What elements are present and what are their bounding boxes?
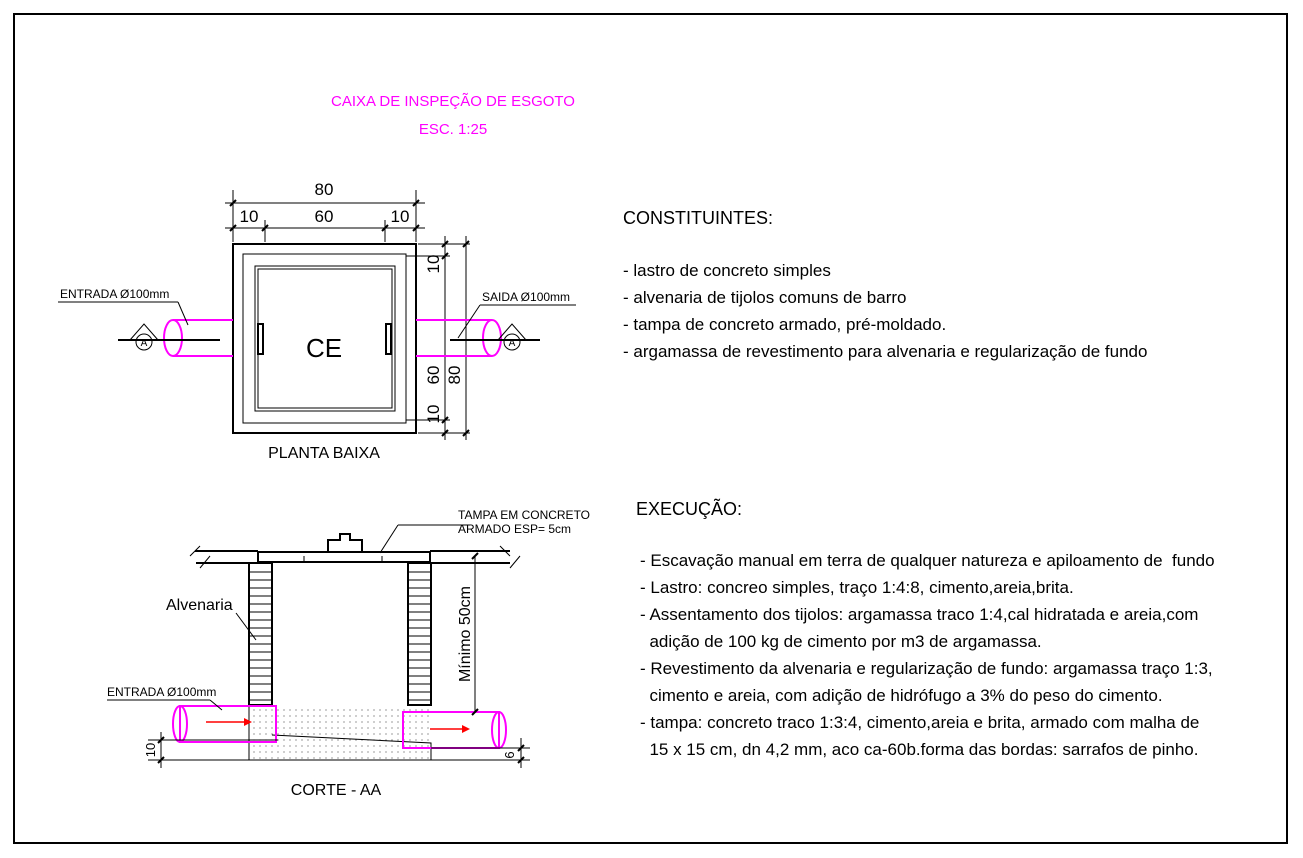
plan-dim-v-top: 10: [424, 255, 443, 274]
constituintes-heading: CONSTITUINTES:: [623, 208, 774, 228]
execucao-heading: EXECUÇÃO:: [636, 499, 743, 519]
section-lid-label-2: ARMADO ESP= 5cm: [458, 522, 571, 536]
plan-dim-left: 10: [240, 207, 259, 226]
section-caption: CORTE - AA: [291, 782, 382, 799]
plan-caption: PLANTA BAIXA: [268, 445, 380, 462]
drawing-scale: ESC. 1:25: [419, 121, 487, 138]
list-item: - tampa de concreto armado, pré-moldado.: [623, 315, 947, 334]
plan-dim-mid: 60: [315, 207, 334, 226]
section-dim-left: 10: [143, 743, 158, 757]
plan-dim-total: 80: [315, 180, 334, 199]
sheet-border: [13, 13, 1288, 844]
plan-dim-v-total: 80: [445, 366, 464, 385]
list-item: cimento e areia, com adição de hidrófugo…: [640, 686, 1163, 705]
list-item: - Escavação manual em terra de qualquer …: [640, 551, 1215, 570]
plan-inlet-label: ENTRADA Ø100mm: [60, 287, 169, 301]
section-view: TAMPA EM CONCRETO ARMADO ESP= 5cm Alvena…: [107, 508, 590, 799]
section-inlet-label: ENTRADA Ø100mm: [107, 685, 216, 699]
list-item: adição de 100 kg de cimento por m3 de ar…: [640, 632, 1042, 651]
plan-dim-v-mid: 60: [424, 366, 443, 385]
plan-dim-right: 10: [391, 207, 410, 226]
drawing-title: CAIXA DE INSPEÇÃO DE ESGOTO: [331, 93, 575, 110]
right-wall-bricks: [408, 571, 431, 701]
list-item: - Lastro: concreo simples, traço 1:4:8, …: [640, 578, 1074, 597]
list-item: - tampa: concreto traco 1:3:4, cimento,a…: [640, 713, 1200, 732]
section-wall-label: Alvenaria: [166, 597, 233, 614]
section-min-depth: Mínimo 50cm: [457, 586, 474, 682]
list-item: - Assentamento dos tijolos: argamassa tr…: [640, 605, 1199, 624]
list-item: - Revestimento da alvenaria e regulariza…: [640, 659, 1213, 678]
plan-outlet-label: SAIDA Ø100mm: [482, 290, 570, 304]
list-item: - alvenaria de tijolos comuns de barro: [623, 288, 907, 307]
list-item: - argamassa de revestimento para alvenar…: [623, 342, 1148, 361]
constituintes-list: - lastro de concreto simples - alvenaria…: [623, 257, 1147, 365]
list-item: - lastro de concreto simples: [623, 261, 831, 280]
plan-dim-v-bot: 10: [424, 405, 443, 424]
plan-section-mark-right: A: [509, 338, 516, 349]
section-lid-label-1: TAMPA EM CONCRETO: [458, 508, 590, 522]
plan-section-mark-left: A: [141, 338, 148, 349]
execucao-list: - Escavação manual em terra de qualquer …: [640, 547, 1215, 763]
plan-center-label: CE: [306, 333, 342, 363]
section-dim-right: 6: [502, 751, 517, 758]
plan-view: 80 10 60 10 CE 10 60 10 80: [58, 180, 576, 462]
list-item: 15 x 15 cm, dn 4,2 mm, aco ca-60b.forma …: [640, 740, 1199, 759]
